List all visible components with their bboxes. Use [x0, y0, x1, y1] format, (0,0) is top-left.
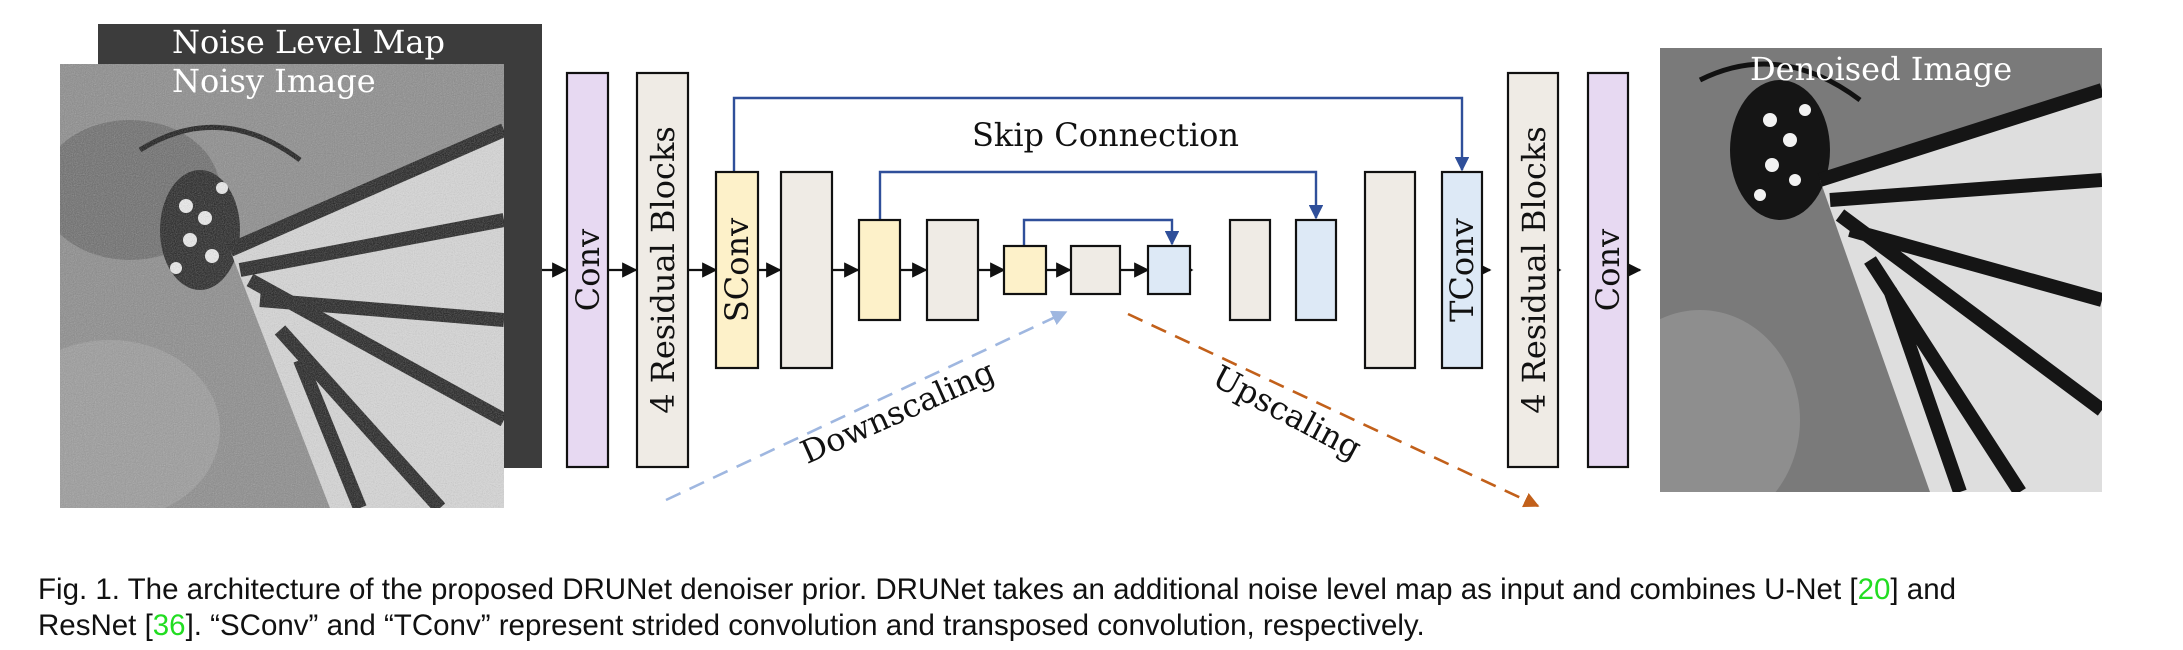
conv-input-label: Conv: [569, 229, 607, 311]
residual-blocks-input: [635, 71, 690, 469]
figure-caption: Fig. 1. The architecture of the proposed…: [38, 572, 2158, 644]
citation-link-36[interactable]: 36: [152, 609, 186, 642]
denoised-image: [1660, 48, 2102, 492]
caption-text-1: Fig. 1. The architecture of the proposed…: [38, 573, 1858, 606]
noisy-image-label: Noisy Image: [172, 62, 376, 100]
residual-block-up-2: [1228, 218, 1272, 322]
residual-output-label: 4 Residual Blocks: [1515, 126, 1553, 414]
architecture-diagram: Noise Level Map Noisy Image Denoised Ima…: [60, 23, 2102, 508]
noise-level-map-label: Noise Level Map: [172, 23, 445, 61]
noisy-image: [60, 64, 504, 508]
caption-text-2: ] and: [1890, 573, 1957, 606]
conv-output-block: [1586, 71, 1630, 469]
residual-blocks-output: [1506, 71, 1560, 469]
residual-block-bottleneck: [1069, 244, 1122, 296]
conv-input-block: [565, 71, 610, 469]
downscaling-label: Downscaling: [795, 352, 1000, 471]
network-blocks: [565, 71, 1630, 469]
sconv-block-1: [714, 170, 760, 370]
conv-output-label: Conv: [1589, 229, 1627, 311]
downscaling-arrow: [665, 310, 1068, 502]
upscaling-label: Upscaling: [1207, 357, 1368, 467]
skip-connection-label: Skip Connection: [972, 116, 1239, 154]
sconv-label: SConv: [718, 218, 756, 322]
denoised-image-label: Denoised Image: [1750, 50, 2012, 88]
tconv-label: TConv: [1443, 218, 1481, 322]
tconv-block-1: [1440, 170, 1484, 370]
caption-text-3: ResNet [: [38, 609, 153, 642]
upscaling-arrow: [1127, 312, 1540, 508]
residual-block-up-1: [1363, 170, 1417, 370]
residual-block-down-2: [925, 218, 980, 322]
skip-connections: [732, 96, 1470, 246]
citation-link-20[interactable]: 20: [1857, 573, 1891, 606]
tconv-block-2: [1294, 218, 1338, 322]
residual-block-down-1: [779, 170, 834, 370]
sconv-block-2: [857, 218, 902, 322]
tconv-block-3: [1146, 244, 1192, 296]
caption-text-4: ]. “SConv” and “TConv” represent strided…: [185, 609, 1425, 642]
residual-input-label: 4 Residual Blocks: [644, 126, 682, 414]
sconv-block-3: [1002, 244, 1048, 296]
